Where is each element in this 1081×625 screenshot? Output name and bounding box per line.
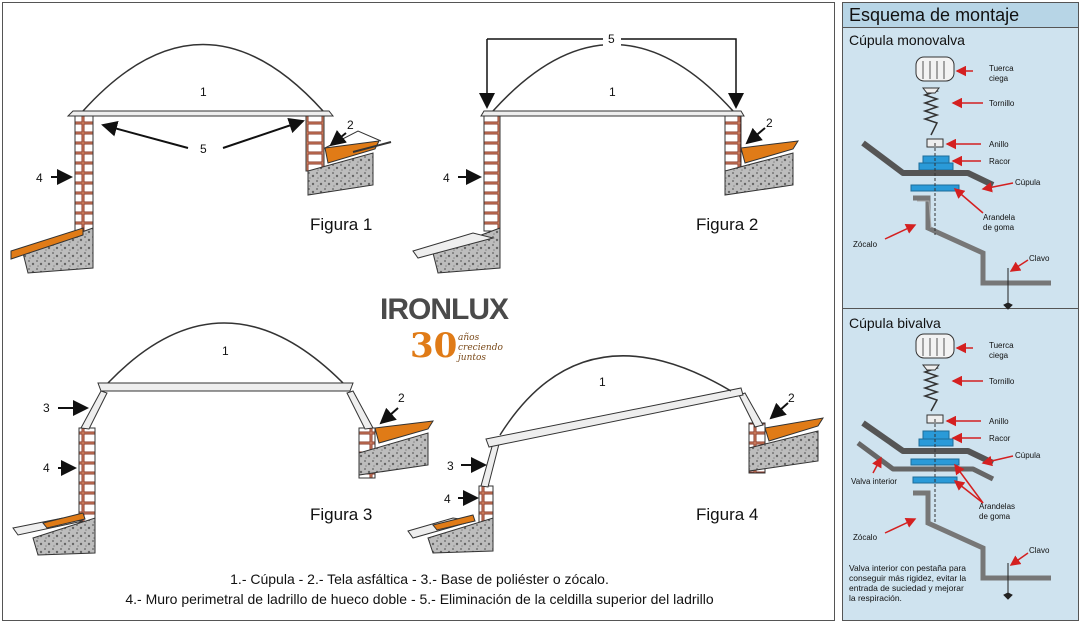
label-anillo: Anillo bbox=[989, 140, 1009, 149]
number-4: 4 bbox=[36, 171, 43, 185]
panel-title: Esquema de montaje bbox=[843, 3, 1078, 28]
figure-3-drawing: 1 3 4 2 bbox=[12, 322, 434, 556]
figure-1-label: Figura 1 bbox=[310, 215, 373, 234]
number-2: 2 bbox=[347, 118, 354, 132]
ironlux-logo: IRONLUX 30 años creciendo juntos bbox=[380, 293, 530, 373]
label-cupula: Cúpula bbox=[1015, 178, 1041, 187]
figure-4-drawing: 1 3 4 2 bbox=[407, 355, 825, 554]
mounting-diagram: Tuerca ciega Tornillo Anillo Racor Cúpul… bbox=[851, 56, 1051, 600]
label-clavo: Clavo bbox=[1029, 254, 1050, 263]
figure-2-label: Figura 2 bbox=[696, 215, 759, 234]
number-2: 2 bbox=[766, 116, 773, 130]
label-tuerca: Tuerca bbox=[989, 64, 1014, 73]
number-1: 1 bbox=[599, 375, 606, 389]
number-1: 1 bbox=[609, 85, 616, 99]
installation-figures-panel: 1 5 4 2 5 1 4 2 bbox=[2, 2, 835, 621]
bi-diagram: Tuerca ciega Tornillo Anillo Racor Cúpul… bbox=[851, 333, 1051, 600]
number-5: 5 bbox=[608, 32, 615, 46]
label-valva-interior: Valva interior bbox=[851, 477, 897, 486]
figures-drawing: 1 5 4 2 5 1 4 2 bbox=[10, 31, 825, 556]
label-cupula: Cúpula bbox=[1015, 451, 1041, 460]
mounting-scheme-panel: Esquema de montaje Cúpula monovalva Cúpu… bbox=[842, 2, 1079, 621]
number-2: 2 bbox=[788, 391, 795, 405]
figure-3-label: Figura 3 bbox=[310, 505, 373, 524]
figure-1-drawing: 1 5 4 2 bbox=[10, 43, 392, 274]
figure-4-label: Figura 4 bbox=[696, 505, 759, 524]
number-1: 1 bbox=[222, 344, 229, 358]
label-arandelas: Arandelas bbox=[979, 502, 1015, 511]
label-tornillo: Tornillo bbox=[989, 377, 1015, 386]
section-divider bbox=[843, 308, 1078, 309]
number-3: 3 bbox=[447, 459, 454, 473]
label-racor: Racor bbox=[989, 434, 1011, 443]
label-racor: Racor bbox=[989, 157, 1011, 166]
mono-diagram: Tuerca ciega Tornillo Anillo Racor Cúpul… bbox=[853, 56, 1051, 310]
label-zocalo: Zócalo bbox=[853, 240, 878, 249]
mono-section-title: Cúpula monovalva bbox=[849, 32, 965, 48]
number-5: 5 bbox=[200, 142, 207, 156]
bi-section-title: Cúpula bivalva bbox=[849, 315, 941, 331]
label-ciega: ciega bbox=[989, 74, 1009, 83]
number-4: 4 bbox=[43, 461, 50, 475]
label-tornillo: Tornillo bbox=[989, 99, 1015, 108]
logo-tagline: años creciendo juntos bbox=[458, 333, 503, 363]
number-4: 4 bbox=[443, 171, 450, 185]
figure-2-drawing: 5 1 4 2 bbox=[412, 31, 799, 274]
number-2: 2 bbox=[398, 391, 405, 405]
label-clavo: Clavo bbox=[1029, 546, 1050, 555]
caption-line-1: 1.- Cúpula - 2.- Tela asfáltica - 3.- Ba… bbox=[230, 571, 609, 587]
label-ciega: ciega bbox=[989, 351, 1009, 360]
label-tuerca: Tuerca bbox=[989, 341, 1014, 350]
logo-brand: IRONLUX bbox=[380, 293, 509, 326]
label-zocalo: Zócalo bbox=[853, 533, 878, 542]
number-4: 4 bbox=[444, 492, 451, 506]
valva-note: Valva interior con pestaña para consegui… bbox=[849, 563, 967, 603]
label-de-goma: de goma bbox=[979, 512, 1011, 521]
caption-line-2: 4.- Muro perimetral de ladrillo de hueco… bbox=[125, 591, 714, 607]
number-3: 3 bbox=[43, 401, 50, 415]
label-arandela: Arandela bbox=[983, 213, 1016, 222]
number-1: 1 bbox=[200, 85, 207, 99]
label-anillo: Anillo bbox=[989, 417, 1009, 426]
logo-years: 30 bbox=[410, 326, 458, 366]
label-de-goma: de goma bbox=[983, 223, 1015, 232]
